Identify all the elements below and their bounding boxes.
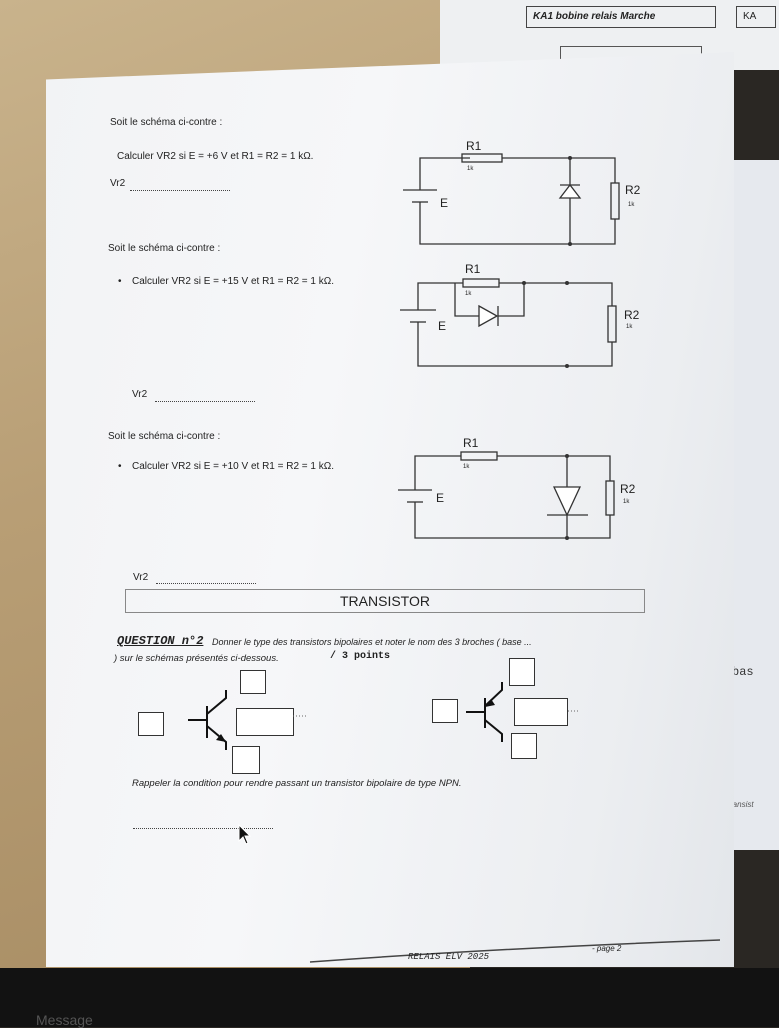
q3-answer-label: Vr2 xyxy=(133,572,149,583)
side-text-small: ransist xyxy=(730,800,754,809)
t2-middle-box[interactable] xyxy=(514,698,568,726)
question2-text-a: Donner le type des transistors bipolaire… xyxy=(212,637,532,647)
q2-answer-line[interactable] xyxy=(155,401,255,402)
q1-intro: Soit le schéma ci-contre : xyxy=(110,117,223,128)
side-text: bas xyxy=(732,665,754,679)
t1-bottom-box[interactable] xyxy=(232,746,260,774)
t1-middle-box[interactable] xyxy=(236,708,294,736)
c1-r2-label: R2 xyxy=(625,183,641,197)
footer-title: RELAIS ELV 2025 xyxy=(408,952,490,962)
q2-intro: Soit le schéma ci-contre : xyxy=(108,243,221,254)
q3-bullet: • xyxy=(118,461,122,472)
q3-statement: Calculer VR2 si E = +10 V et R1 = R2 = 1… xyxy=(132,461,335,472)
q3-intro: Soit le schéma ci-contre : xyxy=(108,431,221,442)
recall-answer-line[interactable] xyxy=(133,828,273,829)
mouse-cursor-icon xyxy=(238,823,252,845)
question2-label: QUESTION n°2 xyxy=(117,634,204,648)
q2-answer-label: Vr2 xyxy=(132,389,148,400)
c1-r1-value: 1k xyxy=(467,166,474,172)
question2-text-b: ) sur le schémas présentés ci-dessous. xyxy=(114,653,279,664)
section-title-transistor: TRANSISTOR xyxy=(125,589,645,613)
background-label: KA1 bobine relais Marche xyxy=(526,6,716,28)
footer-page-number: - page 2 xyxy=(592,944,622,953)
q1-answer-label: Vr2 xyxy=(110,178,126,189)
c2-e-label: E xyxy=(438,319,447,333)
q3-answer-line[interactable] xyxy=(156,583,256,584)
c1-e-label: E xyxy=(440,196,449,210)
c3-r1-value: 1k xyxy=(463,464,470,470)
t2-top-box[interactable] xyxy=(509,658,535,686)
q1-statement: Calculer VR2 si E = +6 V et R1 = R2 = 1 … xyxy=(117,151,314,162)
q2-statement: Calculer VR2 si E = +15 V et R1 = R2 = 1… xyxy=(132,276,335,287)
c1-r1-label: R1 xyxy=(466,139,482,153)
c2-r1-value: 1k xyxy=(465,291,472,297)
message-label[interactable]: Message xyxy=(36,1012,93,1028)
recall-question: Rappeler la condition pour rendre passan… xyxy=(132,778,462,789)
screen-bottom-bar xyxy=(0,968,779,1027)
t2-bottom-box[interactable] xyxy=(511,733,537,759)
c3-r2-label: R2 xyxy=(620,482,636,496)
t1-top-box[interactable] xyxy=(240,670,266,694)
c2-r2-label: R2 xyxy=(624,308,640,322)
c2-r1-label: R1 xyxy=(465,262,481,276)
q1-answer-line[interactable] xyxy=(130,190,230,191)
side-paper xyxy=(726,160,779,850)
c2-r2-value: 1k xyxy=(626,324,633,330)
t1-type-box[interactable] xyxy=(138,712,164,736)
question2-points: / 3 points xyxy=(330,651,391,662)
c1-r2-value: 1k xyxy=(628,202,635,208)
c3-e-label: E xyxy=(436,491,445,505)
q2-bullet: • xyxy=(118,276,122,287)
c3-r1-label: R1 xyxy=(463,436,479,450)
c3-r2-value: 1k xyxy=(623,499,630,505)
t2-type-box[interactable] xyxy=(432,699,458,723)
background-label-right: KA xyxy=(736,6,776,28)
